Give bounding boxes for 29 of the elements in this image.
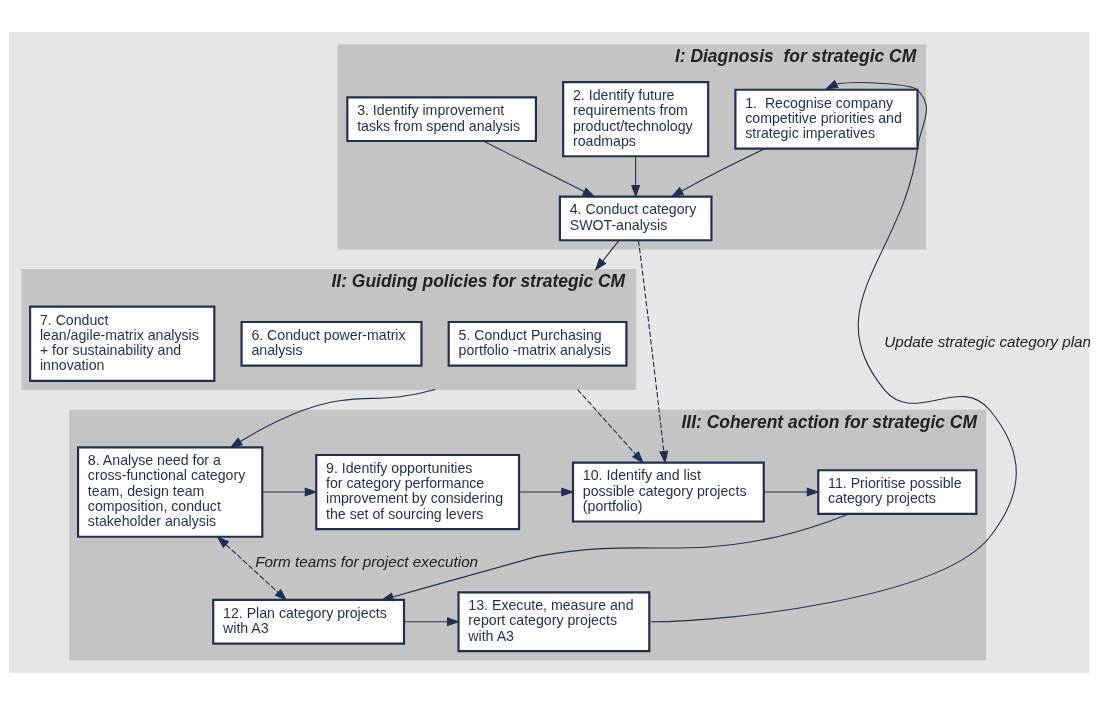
node-box: 2. Identify future requirements from product/technology roadmaps bbox=[562, 80, 710, 157]
node-box: 5. Conduct Purchasing portfolio -matrix analysis bbox=[447, 320, 628, 367]
node-box: 13. Execute, measure and report category projects with A3 bbox=[457, 590, 651, 652]
node-box: 1. Recognise company competitive priorities and strategic imperatives bbox=[734, 88, 919, 150]
node-box: 8. Analyse need for a cross-functional category team, design team composition, conduct stakeholder analysis bbox=[76, 445, 264, 538]
arrow bbox=[403, 616, 461, 626]
arrow bbox=[380, 512, 850, 601]
edge-label: Update strategic category plan bbox=[884, 332, 1092, 350]
arrow bbox=[650, 79, 1017, 622]
edge-label: Form teams for project execution bbox=[255, 552, 479, 570]
arrow bbox=[763, 486, 820, 497]
arrow bbox=[594, 239, 620, 271]
arrow bbox=[482, 140, 596, 197]
arrow bbox=[229, 388, 436, 448]
node-box: 3. Identify improvement tasks from spend analysis bbox=[346, 95, 537, 142]
arrow bbox=[261, 486, 318, 497]
node-box: 10. Identify and list possible category projects (portfolio) bbox=[571, 461, 765, 523]
arrow bbox=[631, 155, 641, 198]
arrow bbox=[670, 147, 766, 197]
node-box: 6. Conduct power-matrix analysis bbox=[240, 320, 423, 367]
node-box: 11. Prioritise possible category projects bbox=[817, 468, 978, 515]
arrow bbox=[216, 535, 288, 601]
arrow bbox=[518, 486, 575, 497]
arrow bbox=[637, 239, 669, 464]
node-box: 12. Plan category projects with A3 bbox=[212, 598, 406, 645]
node-box: 9. Identify opportunities for category performance improvement by considering the set of sourcing levers bbox=[315, 453, 521, 530]
node-box: 7. Conduct lean/agile-matrix analysis + for sustainability and innovation bbox=[29, 305, 216, 382]
node-box: 4. Conduct category SWOT-analysis bbox=[558, 195, 713, 241]
arrow bbox=[577, 388, 645, 464]
